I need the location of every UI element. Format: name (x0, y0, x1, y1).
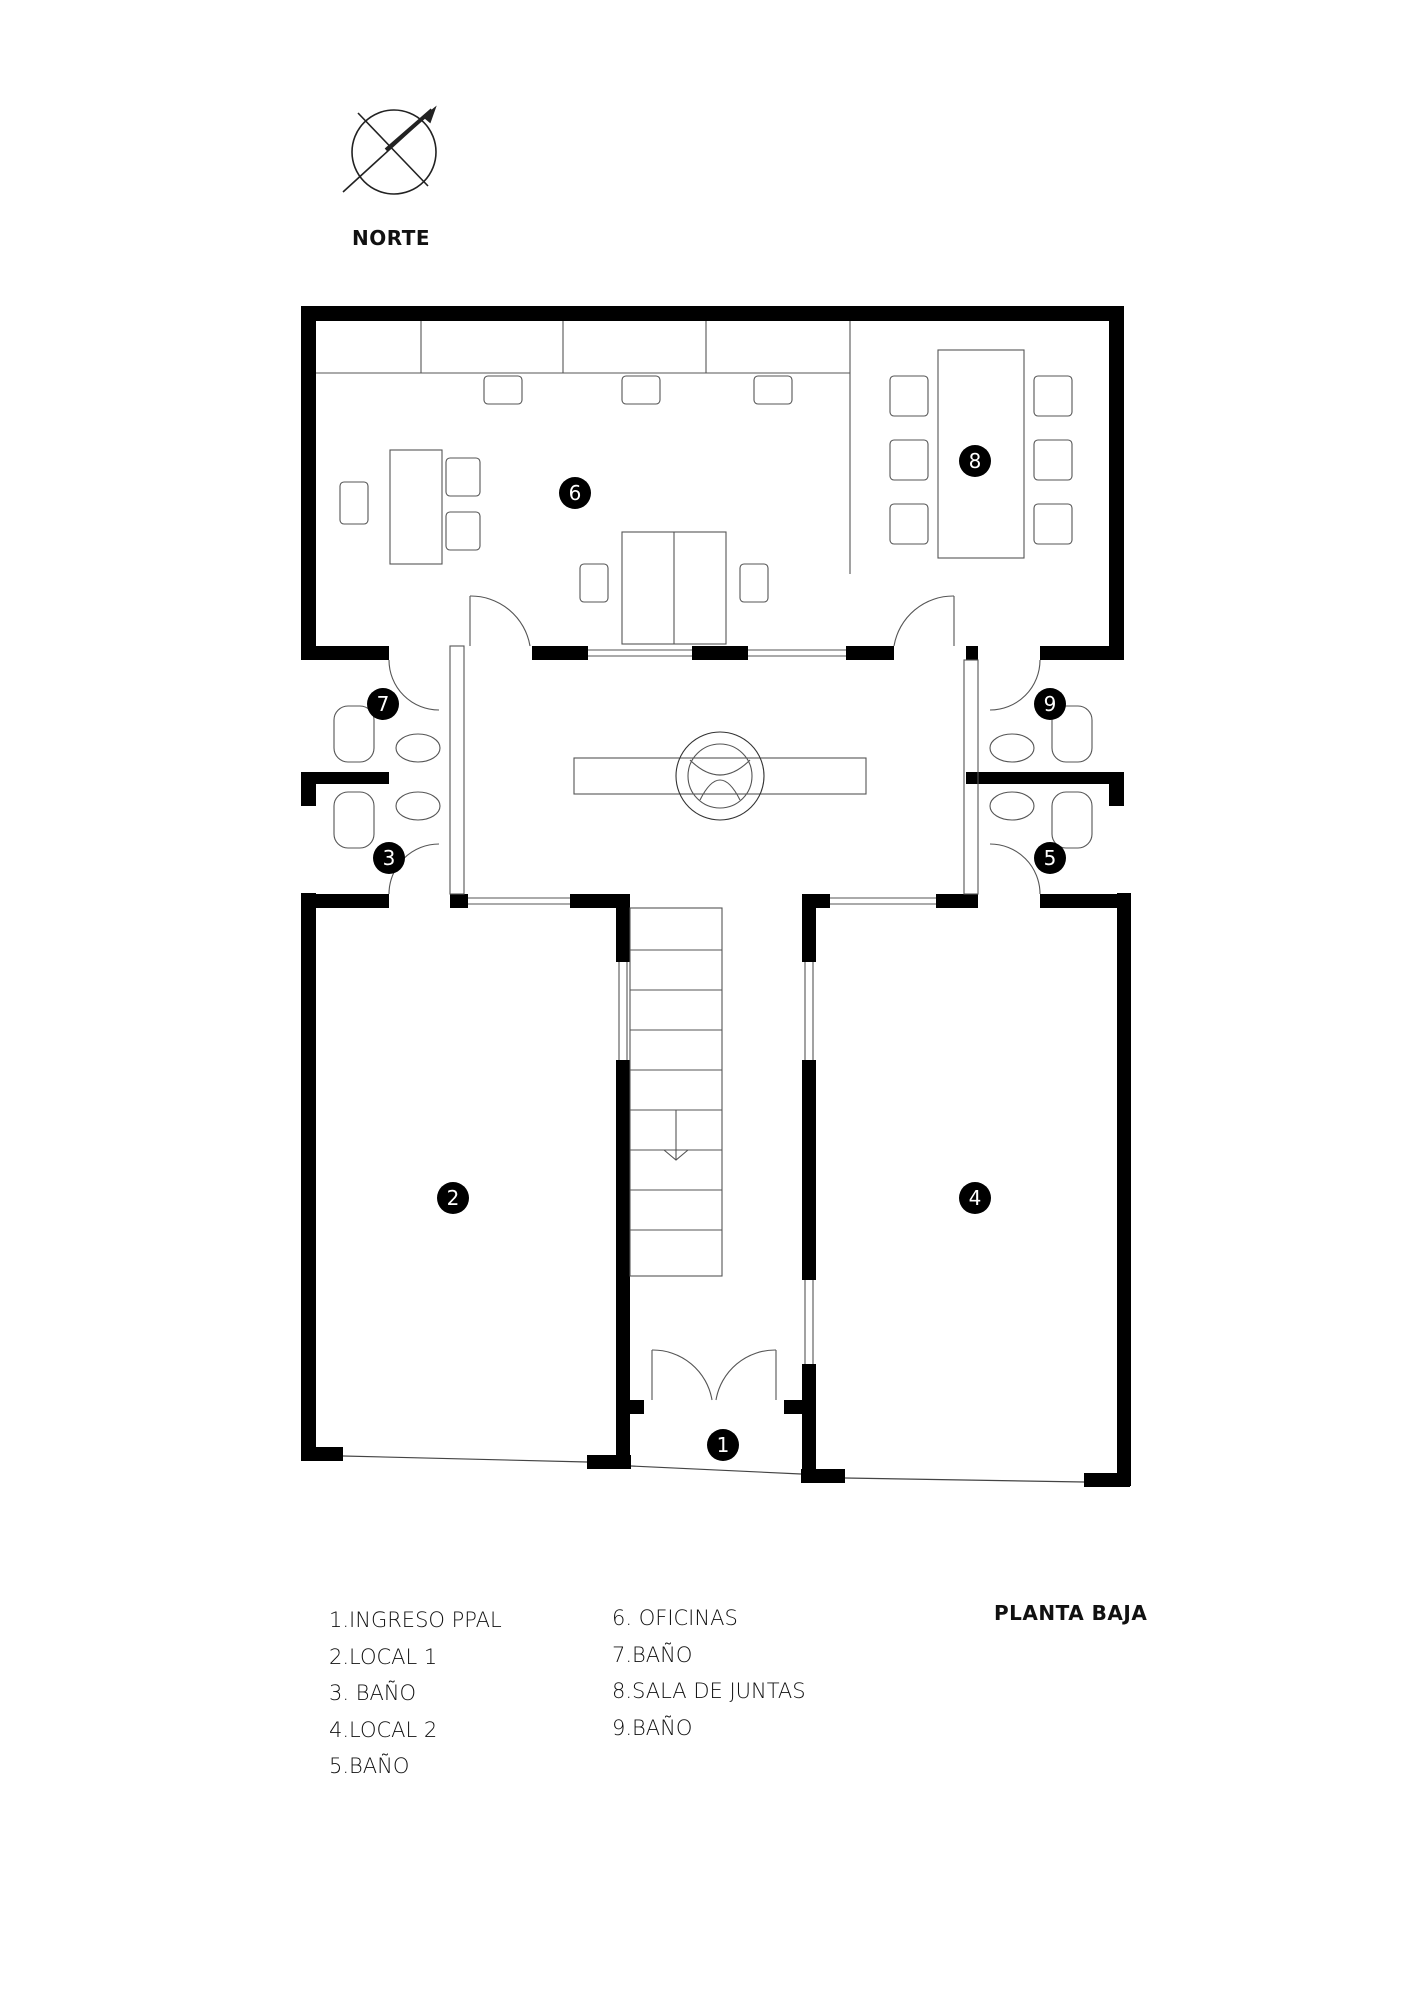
legend-column-2: 6. OFICINAS 7.BAÑO 8.SALA DE JUNTAS 9.BA… (612, 1600, 806, 1746)
legend-item: 2.LOCAL 1 (329, 1644, 438, 1669)
room-number-6: 6 (569, 481, 582, 505)
legend-item: 1.INGRESO PPAL (329, 1608, 502, 1632)
room-badge-3 (373, 842, 405, 874)
legend-item: 9.BAÑO (612, 1715, 693, 1740)
exterior-walls (301, 306, 1131, 1487)
legend-item: 4.LOCAL 2 (329, 1717, 438, 1742)
facade-line (342, 1455, 1085, 1483)
room-number-2: 2 (447, 1186, 460, 1210)
room-number-5: 5 (1044, 846, 1057, 870)
room-badge-6 (559, 477, 591, 509)
legend-item: 5.BAÑO (329, 1754, 410, 1778)
room-number-4: 4 (969, 1186, 982, 1210)
room-badge-5 (1034, 842, 1066, 874)
legend-item: 8.SALA DE JUNTAS (612, 1679, 806, 1703)
room-badge-9 (1034, 688, 1066, 720)
room-number-8: 8 (969, 449, 982, 473)
room-badge-1 (707, 1429, 739, 1461)
north-arrow-icon (342, 105, 437, 195)
room-badge-7 (367, 688, 399, 720)
room-badge-4 (959, 1182, 991, 1214)
openings (388, 595, 1041, 1401)
room-number-3: 3 (383, 846, 396, 870)
north-label: NORTE (352, 226, 431, 250)
legend-item: 3. BAÑO (329, 1681, 417, 1705)
legend-item: 6. OFICINAS (612, 1606, 738, 1630)
room-number-1: 1 (717, 1433, 730, 1457)
room-number-9: 9 (1044, 692, 1057, 716)
plan-title: PLANTA BAJA (994, 1601, 1148, 1625)
room-number-7: 7 (377, 692, 390, 716)
legend-item: 7.BAÑO (612, 1642, 693, 1667)
room-badges: 1 2 3 4 5 6 7 8 9 (367, 445, 1066, 1461)
room-badge-8 (959, 445, 991, 477)
office-furniture (316, 321, 1073, 645)
chair-icon (339, 375, 1073, 603)
stair-steps (630, 949, 722, 1231)
room-badge-2 (437, 1182, 469, 1214)
bath-fixtures (333, 705, 1093, 849)
legend-column-1: 1.INGRESO PPAL 2.LOCAL 1 3. BAÑO 4.LOCAL… (329, 1602, 502, 1785)
interior-walls (301, 646, 1124, 1480)
